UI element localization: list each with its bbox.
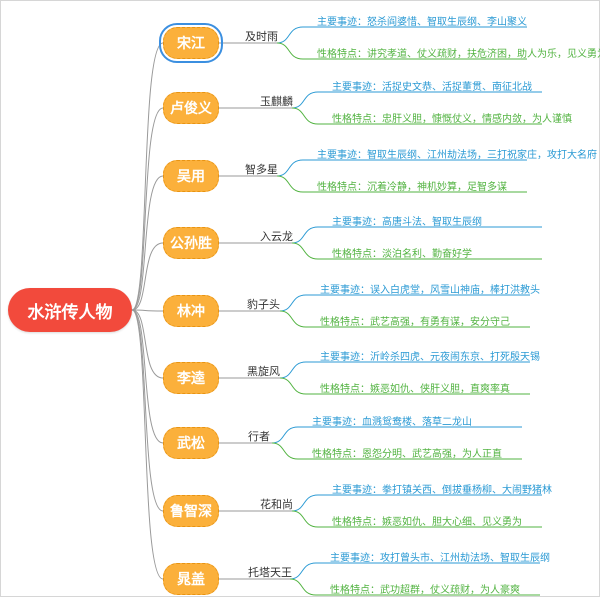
- character-node[interactable]: 卢俊义: [163, 92, 219, 124]
- character-events: 主要事迹：拳打镇关西、倒拔垂杨柳、大闹野猪林: [332, 485, 552, 496]
- root-branch-connector: [131, 309, 164, 379]
- root-branch-connector: [131, 309, 164, 312]
- events-connector: [276, 159, 527, 177]
- events-connector: [271, 426, 522, 444]
- root-branch-connector: [131, 242, 164, 311]
- character-events: 主要事迹：高唐斗法、智取生辰纲: [332, 217, 482, 228]
- character-traits: 性格特点：恩怨分明、武艺高强，为人正直: [312, 449, 502, 460]
- character-nickname: 行者: [248, 430, 270, 443]
- traits-connector: [291, 510, 542, 528]
- character-nickname: 花和尚: [260, 498, 293, 511]
- character-node[interactable]: 公孙胜: [163, 227, 219, 259]
- character-traits: 性格特点：讲究孝道、仗义疏财，扶危济困，助人为乐，见义勇为: [317, 49, 600, 60]
- character-nickname: 豹子头: [247, 298, 280, 311]
- root-topic[interactable]: 水浒传人物: [8, 288, 132, 332]
- character-traits: 性格特点：嫉恶如仇、胆大心细、见义勇为: [332, 517, 522, 528]
- character-node[interactable]: 林冲: [163, 295, 219, 327]
- events-connector: [291, 91, 542, 109]
- events-connector: [291, 494, 542, 512]
- character-nickname: 黑旋风: [247, 365, 280, 378]
- character-traits: 性格特点：武艺高强，有勇有谋，安分守己: [320, 317, 510, 328]
- traits-connector: [289, 578, 540, 596]
- root-branch-connector: [131, 309, 164, 512]
- character-nickname: 入云龙: [260, 230, 293, 243]
- root-branch-connector: [131, 42, 164, 311]
- character-traits: 性格特点：武功超群，仗义疏财，为人豪爽: [330, 585, 520, 596]
- character-events: 主要事迹：血溅鸳鸯楼、落草二龙山: [312, 417, 472, 428]
- events-connector: [276, 26, 527, 44]
- events-connector: [289, 562, 540, 580]
- character-node[interactable]: 李逵: [163, 362, 219, 394]
- character-nickname: 及时雨: [245, 30, 278, 43]
- traits-connector: [279, 310, 530, 328]
- character-nickname: 智多星: [245, 163, 278, 176]
- traits-connector: [291, 107, 542, 125]
- character-node[interactable]: 鲁智深: [163, 495, 219, 527]
- root-branch-connector: [131, 107, 164, 311]
- root-branch-connector: [131, 175, 164, 311]
- root-branch-connector: [131, 309, 164, 580]
- character-traits: 性格特点：淡泊名利、勤奋好学: [332, 249, 472, 260]
- traits-connector: [291, 242, 542, 260]
- character-node[interactable]: 宋江: [159, 23, 223, 63]
- character-events: 主要事迹：沂岭杀四虎、元夜闹东京、打死殷天锡: [320, 352, 540, 363]
- character-traits: 性格特点：嫉恶如仇、侠肝义胆，直爽率真: [320, 384, 510, 395]
- traits-connector: [279, 377, 530, 395]
- traits-connector: [276, 175, 527, 193]
- root-branch-connector: [131, 309, 164, 444]
- character-traits: 性格特点：忠肝义胆，慷慨仗义，情感内敛，为人谨慎: [332, 114, 572, 125]
- character-nickname: 玉麒麟: [260, 95, 293, 108]
- traits-connector: [276, 42, 527, 60]
- events-connector: [279, 294, 530, 312]
- character-traits: 性格特点：沉着冷静，神机妙算，足智多谋: [317, 182, 507, 193]
- events-connector: [291, 226, 542, 244]
- character-events: 主要事迹：活捉史文恭、活捉董贯、南征北战: [332, 82, 532, 93]
- character-node[interactable]: 吴用: [163, 160, 219, 192]
- character-events: 主要事迹：智取生辰纲、江州劫法场，三打祝家庄，攻打大名府: [317, 150, 597, 161]
- character-events: 主要事迹：误入白虎堂，风雪山神庙，棒打洪教头: [320, 285, 540, 296]
- character-events: 主要事迹：怒杀阎婆惜、智取生辰纲、李山聚义: [317, 17, 527, 28]
- traits-connector: [271, 442, 522, 460]
- events-connector: [279, 361, 530, 379]
- character-nickname: 托塔天王: [248, 566, 292, 579]
- character-node[interactable]: 武松: [163, 427, 219, 459]
- character-events: 主要事迹：攻打曾头市、江州劫法场、智取生辰纲: [330, 553, 550, 564]
- character-node[interactable]: 晁盖: [163, 563, 219, 595]
